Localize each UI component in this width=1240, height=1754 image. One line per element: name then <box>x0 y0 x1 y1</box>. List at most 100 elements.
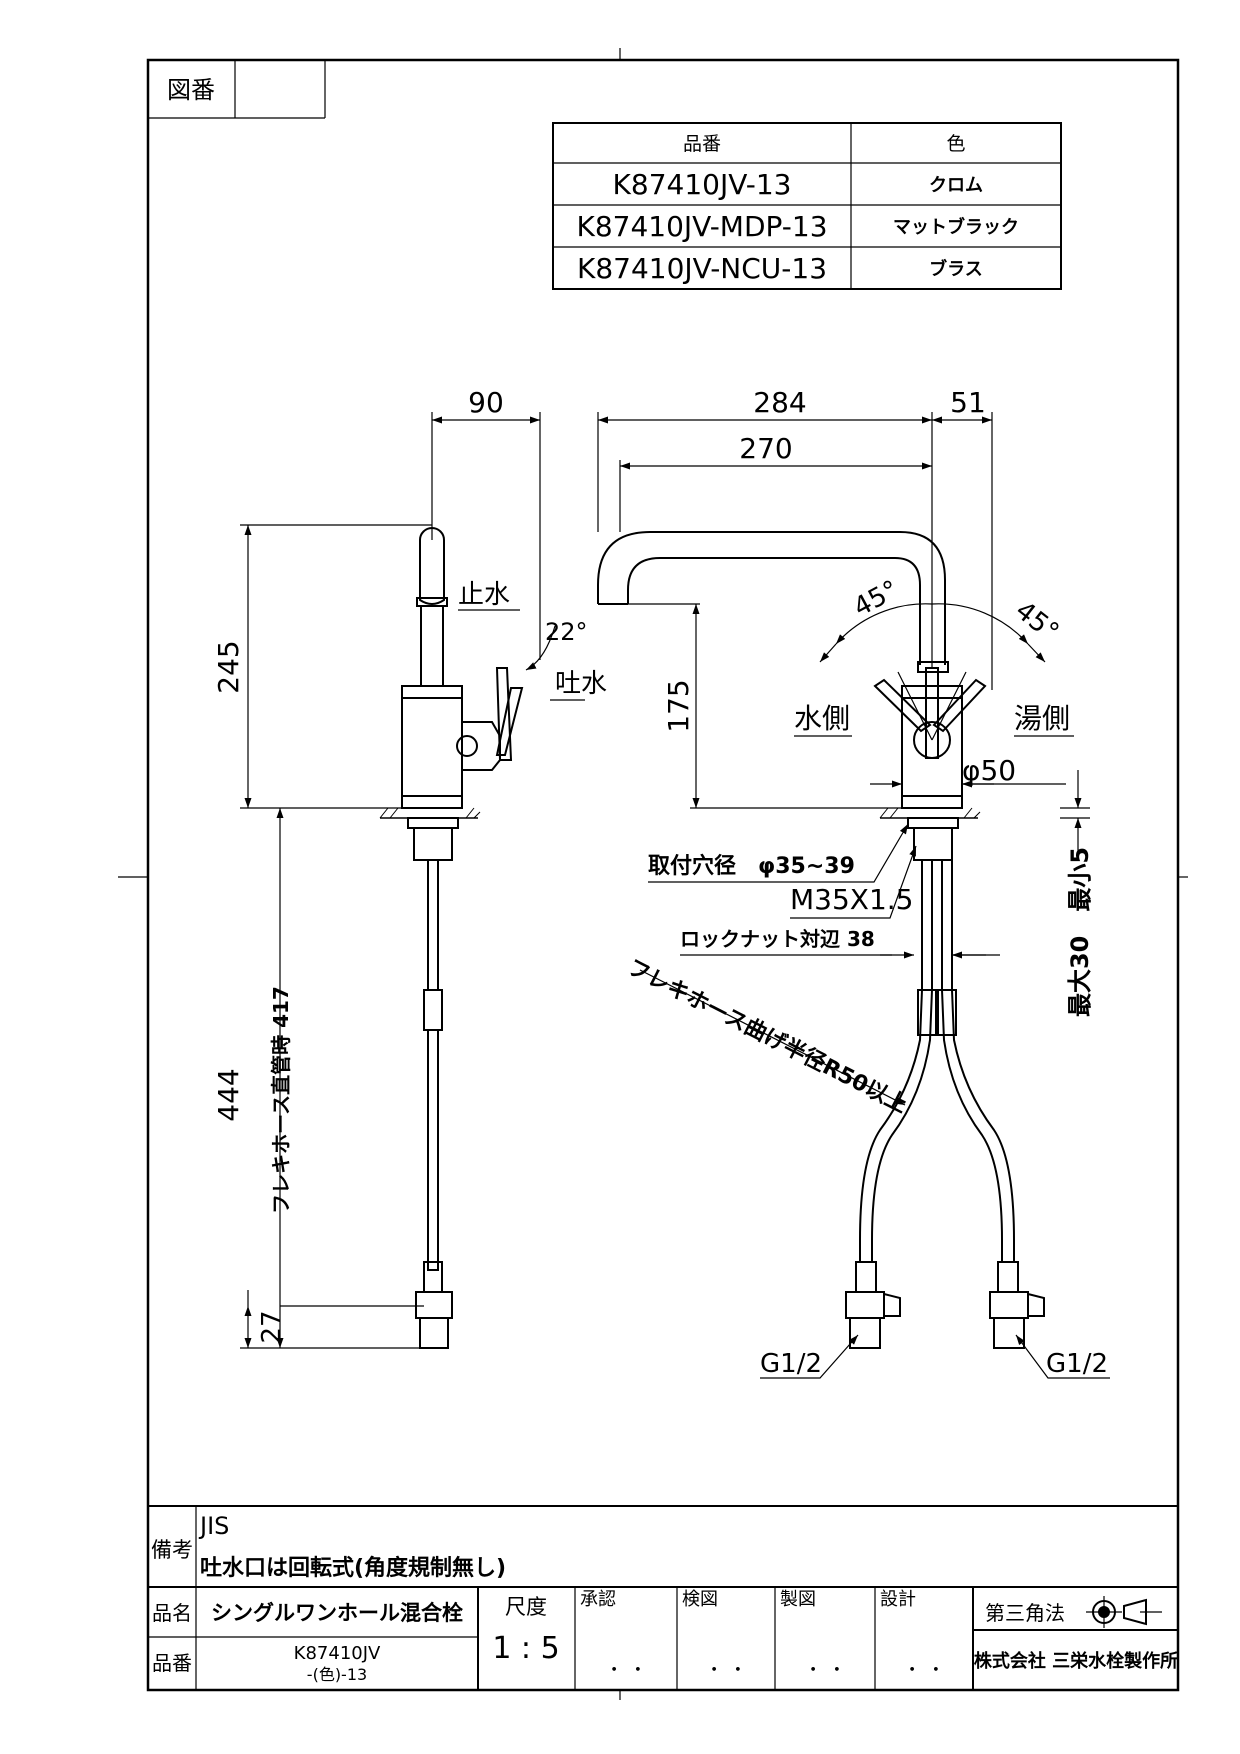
front-base-washer <box>907 817 959 829</box>
title-projection: 第三角法 <box>985 1601 1065 1625</box>
notes-block: 備考 JIS 吐水口は回転式(角度規制無し) <box>148 1505 1178 1588</box>
front-fitting-left-top <box>917 989 937 1036</box>
front-threaded-stem <box>913 827 953 861</box>
front-spout <box>597 531 946 665</box>
title-design: 設計 <box>880 1589 916 1610</box>
front-lever-hot <box>932 678 987 733</box>
title-dots-check: ・ ・ <box>705 1660 747 1681</box>
side-threaded-stem <box>413 827 453 861</box>
front-body-top-ring <box>901 685 963 699</box>
title-approve: 承認 <box>580 1589 616 1610</box>
side-valve <box>415 1291 453 1319</box>
front-dia-body: φ50 <box>962 754 1016 787</box>
front-angle-right: 45° <box>1010 596 1065 648</box>
front-valve-right <box>989 1291 1029 1319</box>
title-name-value: シングルワンホール混合栓 <box>211 1601 463 1625</box>
front-dim-reach: 284 <box>753 386 806 419</box>
side-dim-height: 245 <box>212 640 245 693</box>
front-connector-left <box>849 1317 881 1349</box>
side-dimensions <box>240 412 585 1349</box>
title-part-value-1: K87410JV <box>294 1643 381 1664</box>
front-angle-left: 45° <box>849 575 904 623</box>
front-conn-right: G1/2 <box>1046 1349 1108 1379</box>
centering-marks <box>118 48 1188 1700</box>
front-mount-hole: 取付穴径 φ35~39 <box>648 853 855 879</box>
side-lever-hub <box>456 735 478 757</box>
variant-color-3: ブラス <box>929 258 983 280</box>
title-dots-approve: ・ ・ <box>605 1660 647 1681</box>
front-fitting-right-top <box>937 989 957 1036</box>
front-body <box>901 697 963 797</box>
side-base-washer <box>407 817 459 829</box>
front-bend-note: フレキホース曲げ半径R50以上 <box>623 954 911 1118</box>
side-lever-open <box>495 687 524 756</box>
side-stop-label: 止水 <box>458 580 510 610</box>
front-locknut: ロックナット対辺 38 <box>680 927 875 951</box>
front-dim-reach-inner: 270 <box>739 432 792 465</box>
title-dots-design: ・ ・ <box>903 1660 945 1681</box>
title-name-label: 品名 <box>152 1601 192 1625</box>
variant-color-2: マットブラック <box>893 216 1019 238</box>
title-drawn: 製図 <box>780 1589 816 1610</box>
side-hose-fitting-top <box>423 989 443 1031</box>
title-company: 株式会社 三栄水栓製作所 <box>974 1650 1178 1672</box>
front-hose-right-inner <box>951 860 1015 1262</box>
side-open-label: 吐水 <box>555 669 607 699</box>
side-hose-lower <box>427 1029 439 1271</box>
side-dim-bottom: 27 <box>257 1310 287 1343</box>
variant-header-color: 色 <box>946 133 965 155</box>
title-part-value-2: -(色)-13 <box>307 1665 367 1684</box>
front-cold-side: 水側 <box>794 702 850 735</box>
front-spout-collar <box>917 661 949 673</box>
front-conn-left: G1/2 <box>760 1349 822 1379</box>
side-dim-depth: 90 <box>468 386 504 419</box>
drawing-number-label: 図番 <box>167 76 215 104</box>
notes-line-2: 吐水口は回転式(角度規制無し) <box>200 1555 506 1581</box>
front-lever <box>925 667 939 759</box>
side-view <box>379 527 524 1349</box>
title-part-label: 品番 <box>152 1651 192 1675</box>
variant-part-2: K87410JV-MDP-13 <box>576 210 827 243</box>
front-connector-right <box>993 1317 1025 1349</box>
front-fitting-left-bottom <box>855 1261 877 1293</box>
title-scale-label: 尺度 <box>505 1595 547 1619</box>
front-dimensions <box>597 412 1110 1379</box>
side-spout <box>419 527 445 605</box>
title-scale-value: 1 : 5 <box>492 1631 559 1666</box>
side-angle-label: 22° <box>545 618 588 646</box>
side-lever-handle <box>495 667 513 761</box>
front-thread: M35X1.5 <box>790 883 914 916</box>
drawing-number-box: 図番 <box>148 60 326 119</box>
variant-color-1: クロム <box>929 175 983 196</box>
front-dim-offset: 51 <box>950 386 986 419</box>
front-valve-left <box>845 1291 885 1319</box>
side-body-top-ring <box>401 685 463 699</box>
side-hose <box>427 859 439 991</box>
sheet-border <box>146 58 1180 1692</box>
front-view <box>597 531 1045 1349</box>
front-hose-left <box>859 860 923 1262</box>
front-hose-left-inner <box>871 860 933 1262</box>
front-hose-right <box>941 860 1003 1262</box>
title-dots-drawn: ・ ・ <box>804 1660 846 1681</box>
front-hot-side: 湯側 <box>1014 702 1070 735</box>
side-body <box>401 697 463 797</box>
side-hose-fitting-bottom <box>423 1261 443 1293</box>
side-lever <box>461 721 501 771</box>
variant-part-1: K87410JV-13 <box>613 168 792 201</box>
side-hose-note: フレキホース直管時 417 <box>269 986 293 1214</box>
third-angle-icon <box>1086 1596 1162 1628</box>
notes-label: 備考 <box>151 1538 193 1562</box>
front-dim-spout-height: 175 <box>662 679 695 732</box>
variant-part-3: K87410JV-NCU-13 <box>577 252 827 285</box>
front-body-bottom-ring <box>901 795 963 809</box>
side-connector <box>419 1317 449 1349</box>
front-lever-cold <box>873 678 932 733</box>
front-thickness: 最大30 最小5 <box>1066 847 1094 1017</box>
variant-table: 品番 色 K87410JV-13 クロム K87410JV-MDP-13 マット… <box>552 122 1062 290</box>
side-dim-total: 444 <box>212 1068 245 1121</box>
title-block <box>148 1587 1178 1690</box>
front-spout-inner <box>627 557 921 665</box>
notes-line-1: JIS <box>198 1512 229 1540</box>
